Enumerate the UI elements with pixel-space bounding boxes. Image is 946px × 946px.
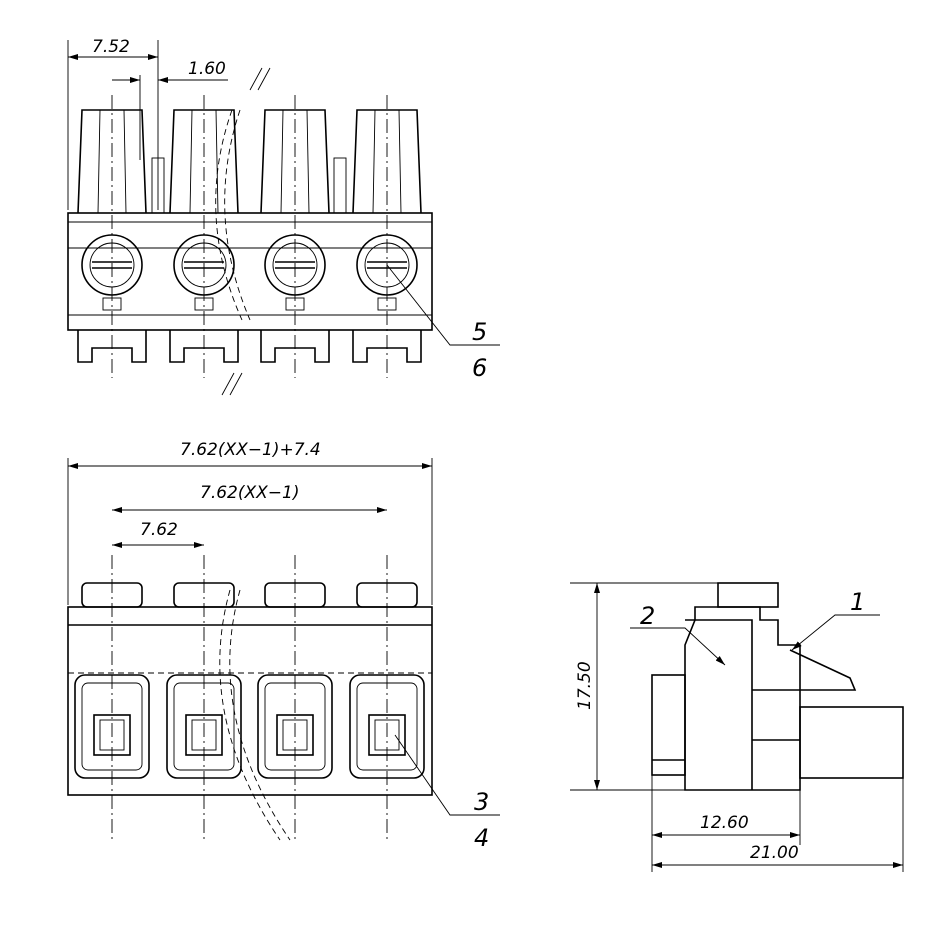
screw-tower: [169, 109, 239, 214]
dim-1-60: 1.60: [188, 59, 226, 79]
top-body: [67, 212, 433, 331]
callout-4: 4: [474, 824, 489, 852]
callout-3: 3: [474, 788, 489, 816]
top-view: [67, 95, 433, 378]
dim-span: 7.62(XX−1): [200, 483, 299, 503]
side-view: 17.50 12.60 21.00 1 2: [570, 582, 904, 872]
dim-7-52: 7.52: [92, 37, 130, 57]
dim-depth-inner: 12.60: [700, 813, 749, 833]
screw-tower: [260, 109, 330, 214]
dim-pitch: 7.62: [140, 520, 178, 540]
top-view-dimensions: 7.52 1.60 5 6: [67, 37, 500, 396]
callout-1: 1: [850, 588, 865, 616]
dim-overall: 7.62(XX−1)+7.4: [180, 440, 321, 460]
front-view-dimensions: 7.62(XX−1)+7.4 7.62(XX−1) 7.62 3 4: [67, 440, 500, 852]
front-view: [67, 555, 433, 841]
dim-height: 17.50: [575, 661, 595, 710]
callout-6: 6: [472, 354, 487, 382]
screw-tower: [352, 109, 422, 214]
front-body: [67, 606, 433, 796]
callout-2: 2: [640, 602, 655, 630]
screw-tower: [77, 109, 147, 214]
callout-5: 5: [472, 318, 487, 346]
dim-depth-total: 21.00: [750, 843, 799, 863]
